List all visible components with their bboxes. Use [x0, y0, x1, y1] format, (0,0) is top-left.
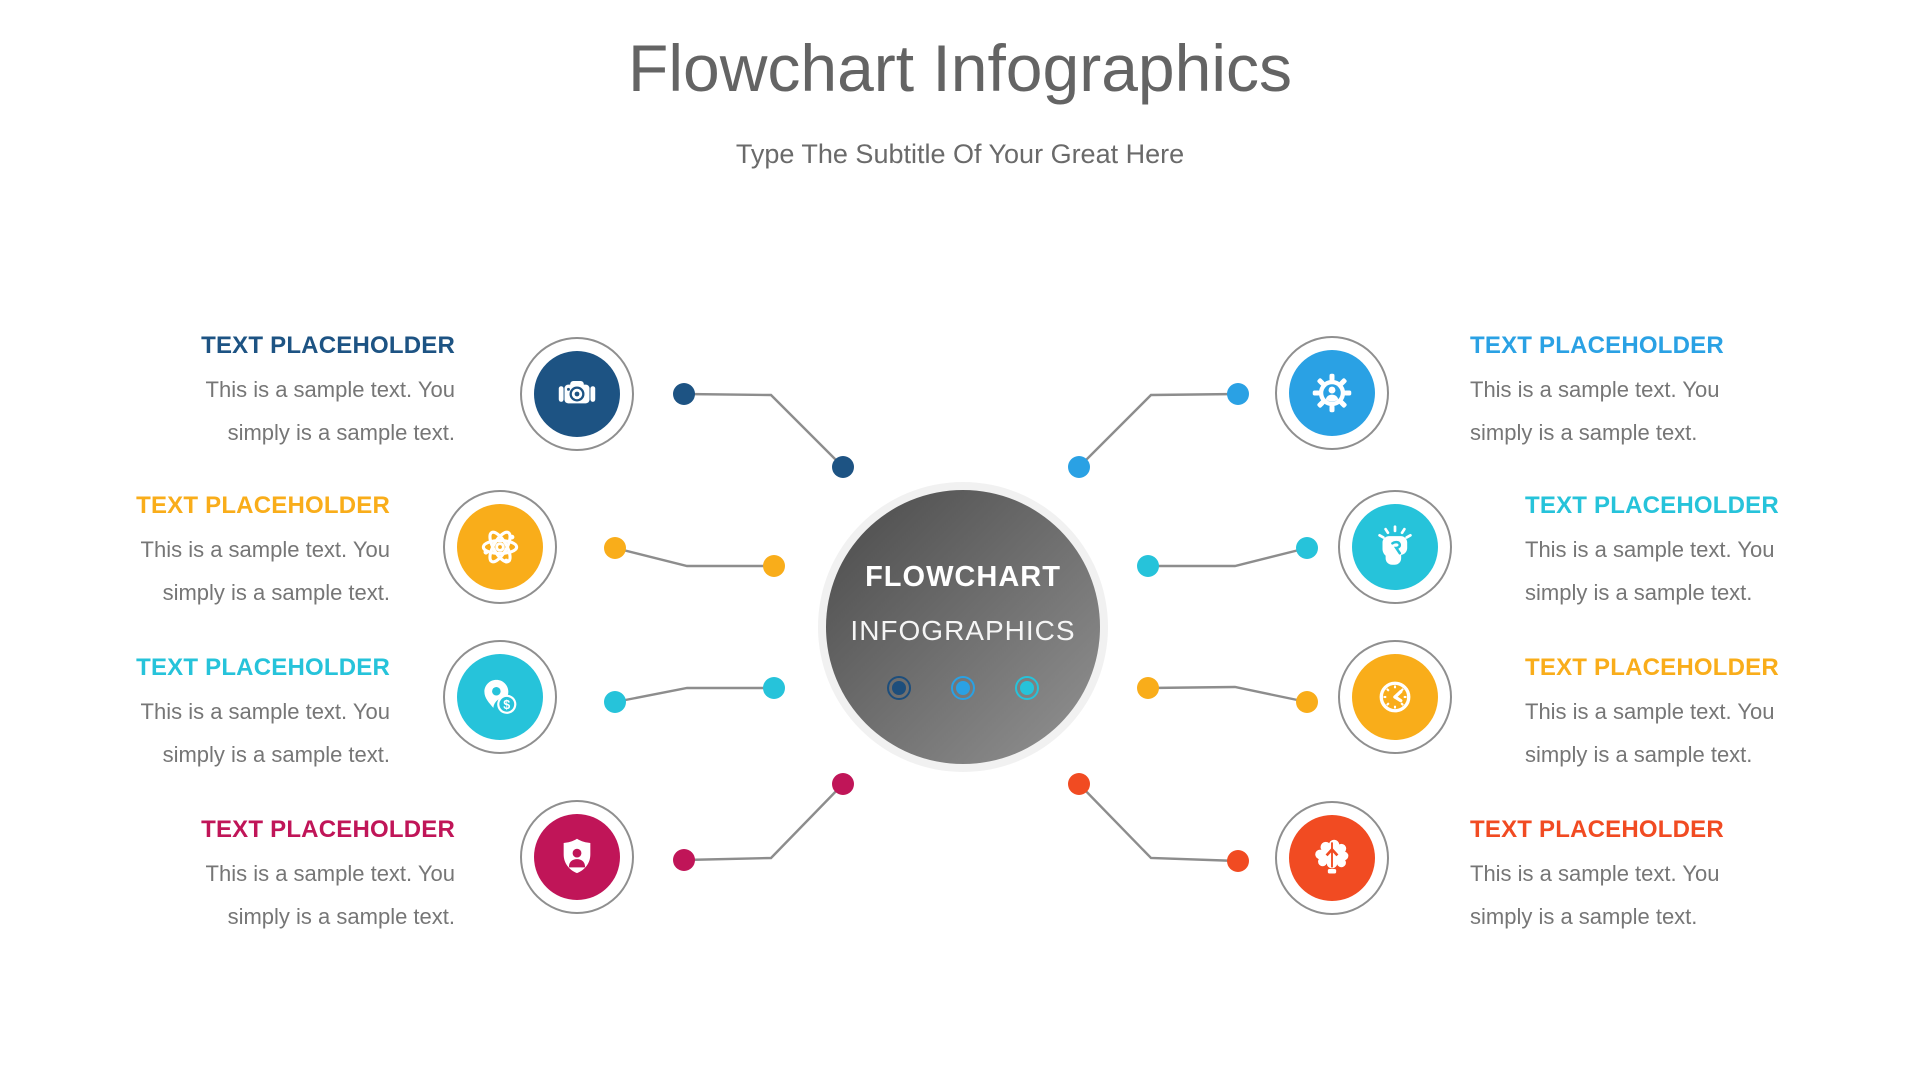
connector-left-1 — [673, 383, 854, 478]
text-block-right-4: TEXT PLACEHOLDER This is a sample text. … — [1470, 814, 1810, 938]
node-left-4 — [520, 800, 634, 914]
node-body: This is a sample text. You simply is a s… — [1525, 699, 1775, 767]
node-body: This is a sample text. You simply is a s… — [205, 861, 455, 929]
center-circle: FLOWCHART INFOGRAPHICS — [826, 490, 1100, 764]
node-heading: TEXT PLACEHOLDER — [1470, 816, 1724, 843]
connector-left-2 — [604, 537, 785, 577]
center-dot-blue — [951, 676, 975, 700]
node-body: This is a sample text. You simply is a s… — [140, 537, 390, 605]
node-body: This is a sample text. You simply is a s… — [1525, 537, 1775, 605]
node-right-1 — [1275, 336, 1389, 450]
node-heading: TEXT PLACEHOLDER — [201, 816, 455, 843]
page-subtitle: Type The Subtitle Of Your Great Here — [735, 139, 1185, 169]
node-heading: TEXT PLACEHOLDER — [201, 332, 455, 359]
camera-icon — [534, 351, 620, 437]
location-dollar-icon: $ — [457, 654, 543, 740]
node-right-4 — [1275, 801, 1389, 915]
node-body: This is a sample text. You simply is a s… — [1470, 377, 1720, 445]
text-block-left-3: TEXT PLACEHOLDER This is a sample text. … — [50, 652, 390, 776]
connector-left-3 — [604, 677, 785, 713]
connector-left-4 — [673, 773, 854, 871]
svg-text:$: $ — [503, 698, 510, 712]
node-body: This is a sample text. You simply is a s… — [205, 377, 455, 445]
clock-icon — [1352, 654, 1438, 740]
text-block-right-1: TEXT PLACEHOLDER This is a sample text. … — [1470, 330, 1810, 454]
connector-right-3 — [1137, 677, 1318, 713]
center-title: FLOWCHART — [865, 561, 1061, 593]
center-dots — [826, 676, 1100, 700]
brain-idea-icon — [1289, 815, 1375, 901]
center-dot-navy — [887, 676, 911, 700]
node-left-2 — [443, 490, 557, 604]
connector-right-1 — [1068, 383, 1249, 478]
node-heading: TEXT PLACEHOLDER — [1525, 492, 1779, 519]
node-left-3: $ — [443, 640, 557, 754]
node-left-1 — [520, 337, 634, 451]
connector-right-2 — [1137, 537, 1318, 577]
shield-user-icon — [534, 814, 620, 900]
gear-user-icon — [1289, 350, 1375, 436]
center-dot-cyan — [1015, 676, 1039, 700]
node-body: This is a sample text. You simply is a s… — [1470, 861, 1720, 929]
atom-icon — [457, 504, 543, 590]
node-heading: TEXT PLACEHOLDER — [136, 654, 390, 681]
text-block-right-2: TEXT PLACEHOLDER This is a sample text. … — [1525, 490, 1865, 614]
node-heading: TEXT PLACEHOLDER — [136, 492, 390, 519]
node-right-2 — [1338, 490, 1452, 604]
center-subtitle: INFOGRAPHICS — [850, 615, 1076, 646]
text-block-left-1: TEXT PLACEHOLDER This is a sample text. … — [115, 330, 455, 454]
text-block-right-3: TEXT PLACEHOLDER This is a sample text. … — [1525, 652, 1865, 776]
node-heading: TEXT PLACEHOLDER — [1470, 332, 1724, 359]
node-body: This is a sample text. You simply is a s… — [140, 699, 390, 767]
node-heading: TEXT PLACEHOLDER — [1525, 654, 1779, 681]
connector-right-4 — [1068, 773, 1249, 872]
page-title: Flowchart Infographics — [628, 31, 1292, 105]
text-block-left-4: TEXT PLACEHOLDER This is a sample text. … — [115, 814, 455, 938]
text-block-left-2: TEXT PLACEHOLDER This is a sample text. … — [50, 490, 390, 614]
node-right-3 — [1338, 640, 1452, 754]
fist-energy-icon — [1352, 504, 1438, 590]
